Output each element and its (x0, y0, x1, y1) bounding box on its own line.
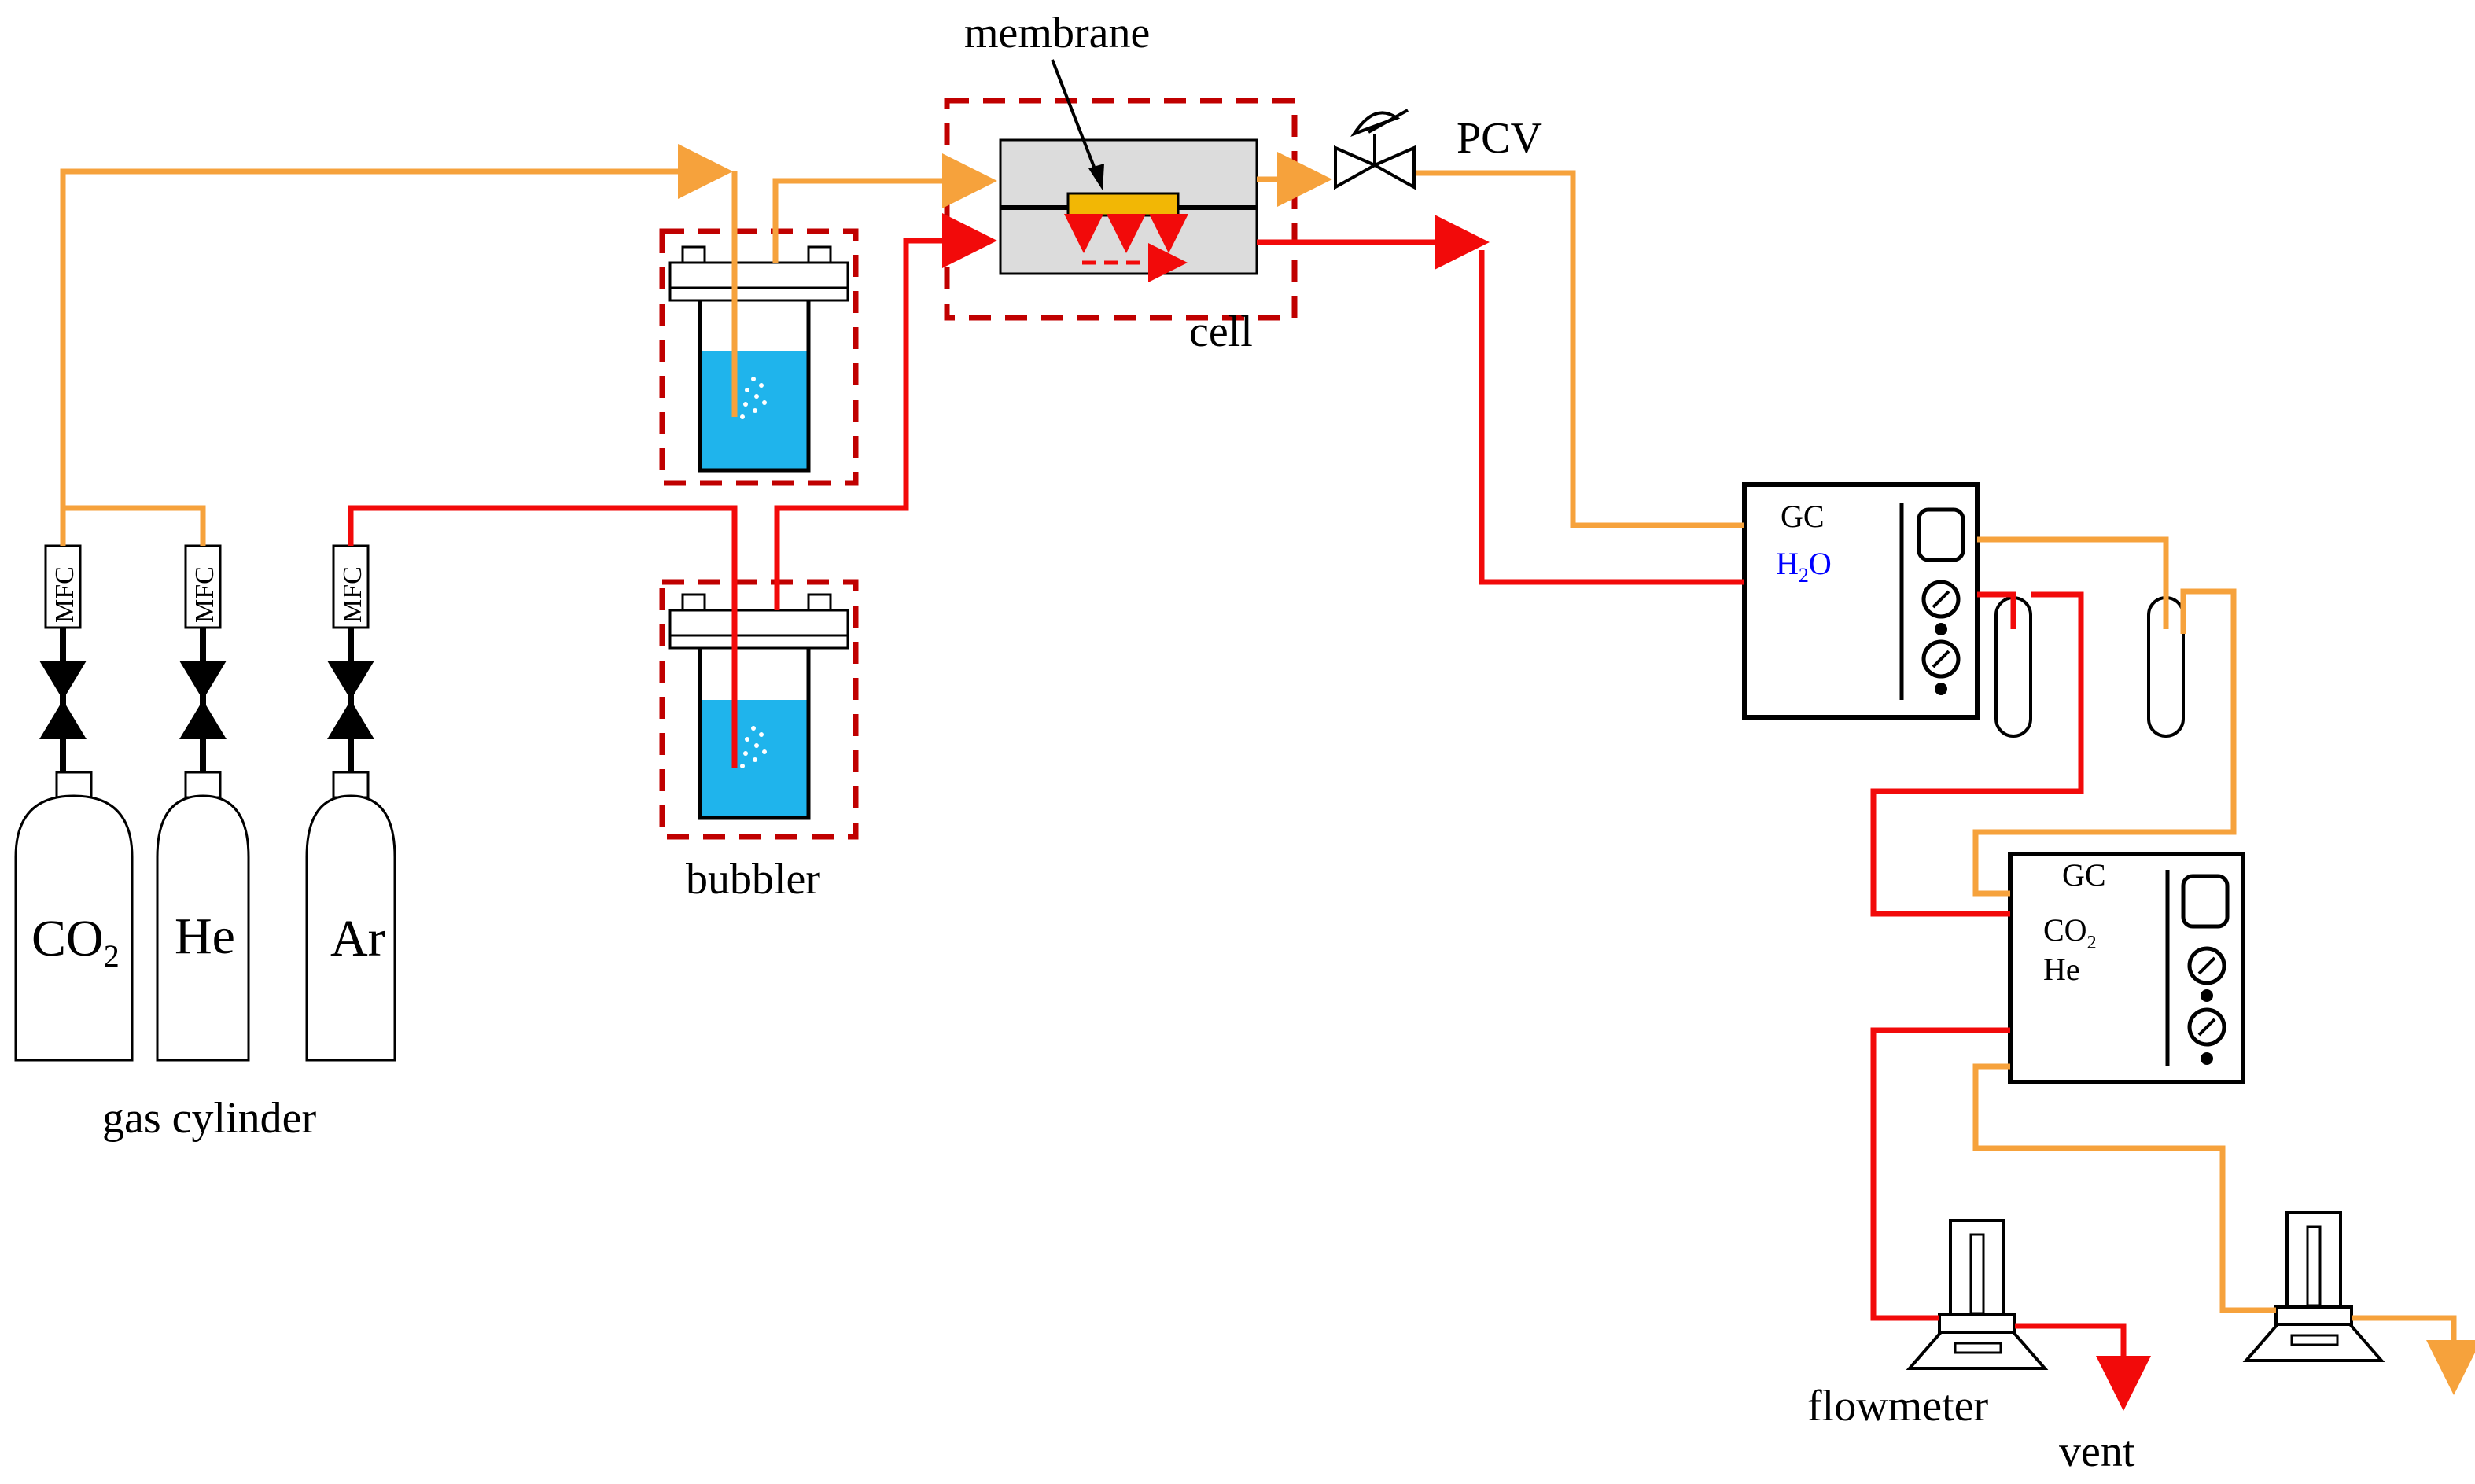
cylinder-label-ar: Ar (330, 910, 385, 967)
gas-cylinder-he: He (156, 771, 250, 1062)
gc1-species-h2o: H2O (1776, 546, 1832, 587)
line-trap-to-gc2 (1972, 588, 2237, 897)
mfc-label: MFC (50, 566, 79, 623)
mfc-line-he: MFC (179, 544, 227, 772)
line-he-junction (63, 505, 206, 546)
red-gas-lines (348, 213, 2151, 1411)
mfc-line-co2: MFC (39, 544, 87, 772)
line-pcv-to-gc1 (1416, 170, 1744, 528)
line-gc1-to-trap (1977, 536, 2169, 629)
line-co2-to-bubbler (60, 144, 733, 546)
mfc-line-ar: MFC (327, 544, 374, 772)
line-permeate-to-gc1 (1479, 250, 1744, 585)
gc2-species-he: He (2043, 952, 2080, 987)
mfc-label: MFC (338, 566, 367, 623)
needle-valve-icon (39, 661, 87, 739)
gas-cylinder-label: gas cylinder (102, 1094, 316, 1143)
cell-label: cell (1189, 307, 1253, 356)
cylinder-label-co2: CO2 (31, 910, 120, 974)
needle-valve-icon (327, 661, 374, 739)
membrane-strip (1066, 192, 1180, 217)
line-gc2-to-flowmeter-2 (1972, 1063, 2276, 1313)
flowmeter-label: flowmeter (1807, 1382, 1988, 1431)
mfc-box (44, 544, 82, 629)
gas-chromatograph-1: GC H2O (1742, 482, 1980, 720)
needle-valve-icon (179, 661, 227, 739)
vent-label: vent (2059, 1427, 2135, 1476)
orange-gas-lines (60, 144, 2475, 1395)
cylinder-label-he: He (175, 908, 235, 965)
line-flowmeter-2-out (2352, 1315, 2475, 1395)
line-trap-1-to-gc2 (1870, 591, 2084, 917)
gas-cylinder-co2: CO2 (14, 771, 134, 1062)
flowmeter-1 (1906, 1219, 2049, 1370)
flowmeter-2 (2242, 1211, 2385, 1362)
membrane-pointer-arrowhead (1088, 164, 1104, 190)
line-bubbler-to-cell (772, 153, 997, 263)
line-ar-to-bubbler (348, 505, 738, 768)
membrane-cell (944, 98, 1298, 321)
gc1-title: GC (1781, 499, 1825, 534)
gas-chromatograph-2: GC CO2 He (2008, 852, 2245, 1084)
pressure-control-valve (1334, 109, 1416, 190)
mfc-box (184, 544, 222, 629)
pcv-label: PCV (1457, 114, 1542, 163)
line-vent (2015, 1323, 2151, 1411)
bubbler-bottom (659, 579, 859, 840)
gc2-title: GC (2062, 857, 2106, 893)
bubbler-top (659, 228, 859, 486)
bubbler-label: bubbler (686, 855, 820, 904)
gas-cylinder-ar: Ar (305, 771, 396, 1062)
gc2-species-co2: CO2 (2043, 912, 2097, 953)
line-gc2-to-flowmeter-1 (1870, 1027, 2010, 1321)
membrane-label: membrane (964, 9, 1150, 57)
line-gc1-to-trap-1 (1977, 591, 2016, 629)
mfc-label: MFC (190, 566, 219, 623)
line-bubbler-to-cell-sweep (774, 213, 997, 610)
